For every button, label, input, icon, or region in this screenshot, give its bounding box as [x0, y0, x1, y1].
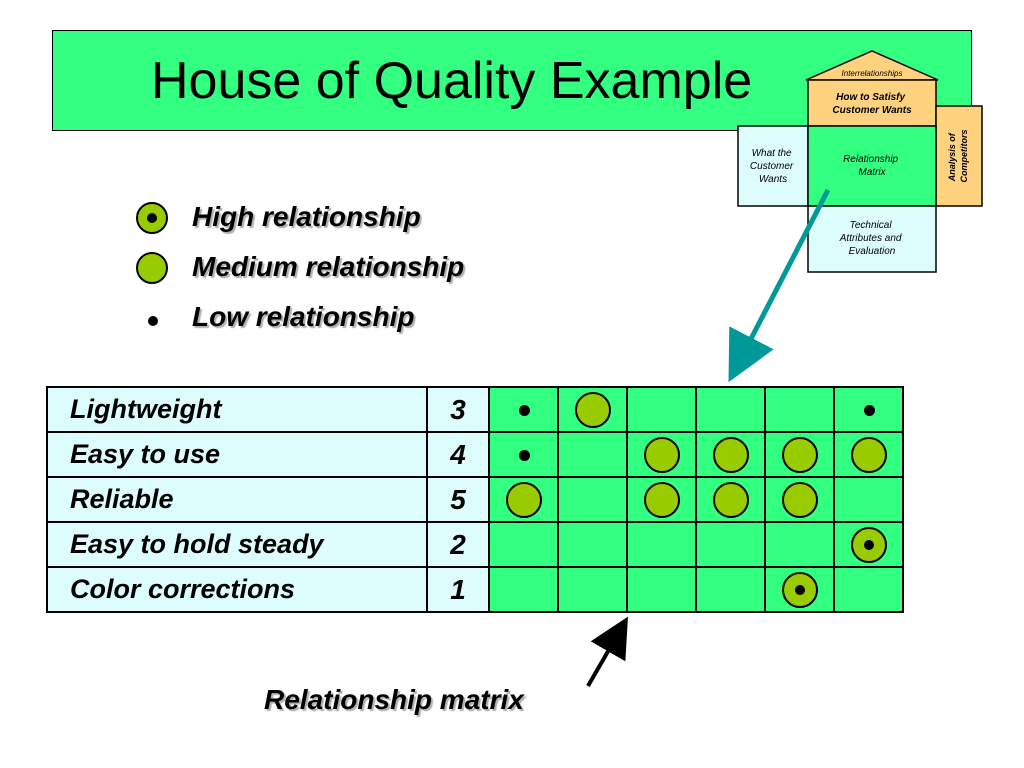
how-label: How to Satisfy Customer Wants: [832, 92, 912, 116]
matrix-cell: [695, 566, 766, 613]
customer-want-cell: Lightweight: [46, 386, 428, 433]
medium-relationship-icon: [136, 252, 168, 284]
medium-relationship-icon: [574, 391, 611, 428]
matrix-cell: [833, 431, 904, 478]
page-title: House of Quality Example: [151, 52, 753, 110]
matrix-cell: [488, 566, 559, 613]
medium-relationship-icon: [712, 436, 749, 473]
matrix-cell: [557, 476, 628, 523]
caption-relationship-matrix: Relationship matrix: [264, 684, 524, 715]
house-of-quality-diagram: Interrelationships How to Satisfy Custom…: [737, 50, 983, 273]
matrix-cell: [833, 386, 904, 433]
matrix-cell: [557, 566, 628, 613]
relationship-box: [807, 125, 937, 207]
medium-relationship-icon: [850, 436, 887, 473]
matrix-cell: [764, 521, 835, 568]
low-relationship-icon: [518, 404, 530, 416]
low-relationship-icon: [148, 316, 158, 326]
competitors-box: [935, 105, 983, 207]
matrix-cell: [626, 476, 697, 523]
customer-want-cell: Easy to hold steady: [46, 521, 428, 568]
matrix-cell: [626, 566, 697, 613]
importance-cell: 1: [426, 566, 490, 613]
low-relationship-icon: [518, 449, 530, 461]
what-label: What the Customer Wants: [750, 148, 796, 185]
matrix-cell: [695, 386, 766, 433]
legend-high-label: High relationship: [192, 201, 421, 232]
importance-cell: 5: [426, 476, 490, 523]
high-relationship-icon: [136, 202, 168, 234]
matrix-cell: [626, 431, 697, 478]
high-relationship-icon: [850, 526, 887, 563]
matrix-cell: [764, 386, 835, 433]
medium-relationship-icon: [643, 436, 680, 473]
importance-cell: 2: [426, 521, 490, 568]
medium-relationship-icon: [505, 481, 542, 518]
high-relationship-icon: [781, 571, 818, 608]
matrix-cell: [557, 431, 628, 478]
matrix-cell: [695, 521, 766, 568]
matrix-cell: [557, 386, 628, 433]
low-relationship-icon: [863, 404, 875, 416]
matrix-cell: [557, 521, 628, 568]
matrix-cell: [764, 476, 835, 523]
customer-want-cell: Reliable: [46, 476, 428, 523]
caption-pointer-arrow: [586, 616, 628, 687]
customer-want-cell: Easy to use: [46, 431, 428, 478]
medium-relationship-icon: [712, 481, 749, 518]
medium-relationship-icon: [781, 436, 818, 473]
matrix-cell: [833, 476, 904, 523]
customer-want-cell: Color corrections: [46, 566, 428, 613]
relationship-label: Relationship Matrix: [843, 154, 901, 178]
matrix-cell: [488, 431, 559, 478]
matrix-cell: [488, 386, 559, 433]
matrix-cell: [695, 476, 766, 523]
importance-cell: 4: [426, 431, 490, 478]
how-box: [807, 79, 937, 127]
medium-relationship-icon: [643, 481, 680, 518]
medium-relationship-icon: [781, 481, 818, 518]
matrix-cell: [488, 476, 559, 523]
matrix-cell: [695, 431, 766, 478]
technical-label: Technical Attributes and Evaluation: [839, 220, 905, 257]
matrix-cell: [488, 521, 559, 568]
matrix-cell: [764, 431, 835, 478]
legend-medium-label: Medium relationship: [192, 251, 465, 282]
competitors-label: Analysis of Competitors: [947, 129, 969, 182]
matrix-cell: [833, 566, 904, 613]
roof-label: Interrelationships: [842, 69, 903, 78]
matrix-cell: [833, 521, 904, 568]
importance-cell: 3: [426, 386, 490, 433]
legend-low-label: Low relationship: [192, 301, 415, 332]
matrix-cell: [626, 521, 697, 568]
matrix-cell: [764, 566, 835, 613]
matrix-cell: [626, 386, 697, 433]
